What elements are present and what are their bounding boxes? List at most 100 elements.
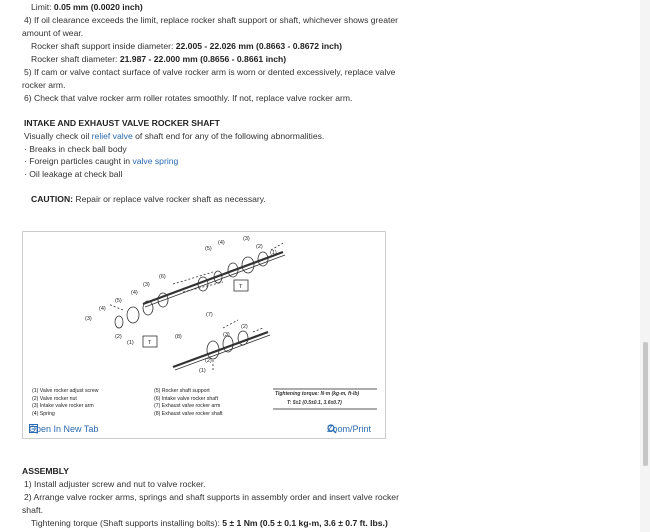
vertical-scrollbar-track[interactable] [640,0,650,532]
bullet-item: · Foreign particles caught in valve spri… [24,155,178,167]
assembly-step-1: 1) Install adjuster screw and nut to val… [24,479,206,489]
torque-box-rules [273,388,377,410]
section-title: INTAKE AND EXHAUST VALVE ROCKER SHAFT [24,118,220,128]
valve-spring-link[interactable]: valve spring [132,156,179,166]
exhaust-rocker-shaft-edge [174,334,271,371]
step-4-line-1: 4) If oil clearance exceeds the limit, r… [24,15,399,25]
legend-item: (4) Spring [32,410,55,417]
caution-line: CAUTION: Repair or replace valve rocker … [31,193,266,205]
callout-label: (3) [243,236,250,242]
support-diameter-value: 22.005 - 22.026 mm (0.8663 - 0.8672 inch… [175,41,342,51]
rocker-arm-part [237,330,249,346]
callout-label: (2) [205,358,212,364]
caution-label: CAUTION: [31,194,74,204]
callout-label: (2) [241,324,248,330]
shaft-diameter-line: Rocker shaft diameter: 21.987 - 22.000 m… [31,53,286,65]
step-4-line-2: amount of wear. [22,28,84,38]
relief-valve-link[interactable]: relief valve [91,131,133,141]
guide-line [172,271,214,285]
rocker-shaft-diagram: T T (1) (2) (3) (4) (5) (6) (3) (4) (5) … [85,236,286,374]
support-part [227,262,239,278]
assembly-title: ASSEMBLY [22,466,69,476]
shaft-diameter-label: Rocker shaft diameter: [31,54,120,64]
document-content: Limit: 0.05 mm (0.0020 inch) 4) If oil c… [22,1,399,529]
rocker-arm-part [257,251,269,267]
assembly-torque-value: 5 ± 1 Nm (0.5 ± 0.1 kg-m, 3.6 ± 0.7 ft. … [222,518,388,528]
step-5-line-1: 5) If cam or valve contact surface of va… [24,67,396,77]
callout-label: (5) [115,298,122,304]
torque-box-title: Tightening torque: N·m (kg-m, ft-lb) [275,391,360,397]
spring-part [241,256,255,274]
bullet-text: · Oil leakage at check ball [24,169,123,179]
support-diameter-line: Rocker shaft support inside diameter: 22… [31,40,342,52]
visual-check-text-before: Visually check oil [24,131,92,141]
support-part [157,292,169,308]
torque-box-value: T: 5±1 (0.5±0.1, 3.6±0.7) [287,400,342,406]
callout-label: (1) [270,250,277,256]
exhaust-rocker-shaft-line [172,330,269,369]
guide-line [222,319,239,329]
callout-label: (3) [85,316,92,322]
rocker-shaft-figure: T T (1) (2) (3) (4) (5) (6) (3) (4) (5) … [22,231,386,439]
guide-line [252,327,264,333]
tightening-torque-box: Tightening torque: N·m (kg-m, ft-lb) T: … [273,388,377,410]
callout-label: (6) [159,274,166,280]
legend-item: (8) Exhaust valve rocker shaft [154,410,223,417]
legend-item: (3) Intake valve rocker arm [32,403,94,410]
callout-label: (7) [206,312,213,318]
legend-item: (5) Rocker shaft support [154,388,210,394]
legend-item: (2) Valve rocker nut [32,395,77,402]
callout-label: (1) [127,340,134,346]
callout-label: (8) [175,334,182,340]
legend-right: (5) Rocker shaft support (6) Intake valv… [154,388,223,418]
vertical-scrollbar-thumb[interactable] [643,342,648,466]
callout-label: (1) [199,368,206,374]
guide-line [270,241,286,251]
limit-value: 0.05 mm (0.0020 inch) [53,2,143,12]
rocker-arm-part [206,340,220,360]
bullet-text: · Breaks in check ball body [24,144,127,154]
spring-part [142,300,154,316]
new-tab-icon [29,424,38,433]
limit-label: Limit: [31,2,54,12]
caution-text: Repair or replace valve rocker shaft as … [73,194,266,204]
callout-label: (3) [223,332,230,338]
callout-label: (3) [143,282,150,288]
legend-item: (7) Exhaust valve rocker arm [154,403,221,410]
callout-label: (4) [218,240,225,246]
open-in-new-tab-label: Open In New Tab [29,424,99,434]
bullet-item: · Oil leakage at check ball [24,168,122,180]
visual-check-text-after: of shaft end for any of the following ab… [132,131,325,141]
bullet-text: · Foreign particles caught in [24,156,133,166]
guide-line [182,281,224,293]
magnifier-icon [327,424,337,434]
callout-label: (5) [205,246,212,252]
rocker-arm-part [126,306,140,324]
shaft-diameter-value: 21.987 - 22.000 mm (0.8656 - 0.8661 inch… [119,54,287,64]
torque-mark-label: T [148,340,152,346]
limit-line: Limit: 0.05 mm (0.0020 inch) [31,1,143,13]
figure-actions-bar: Open In New Tab Zoom/Print [23,422,385,439]
guide-line [107,303,124,311]
callout-label: (4) [99,306,106,312]
step-5-line-2: rocker arm. [22,80,66,90]
callout-label: (2) [115,334,122,340]
spring-part [197,276,209,292]
callout-label: (4) [131,290,138,296]
assembly-torque-label: Tightening torque (Shaft supports instal… [31,518,223,528]
torque-mark-box [142,335,158,348]
open-in-new-tab-link[interactable]: Open In New Tab [29,424,98,434]
legend-left: (1) Valve rocker adjust screw (2) Valve … [32,388,99,418]
spring-part [222,335,234,353]
bullet-item: · Breaks in check ball body [24,143,127,155]
support-diameter-label: Rocker shaft support inside diameter: [31,41,176,51]
legend-item: (1) Valve rocker adjust screw [32,388,99,394]
zoom-print-link[interactable]: Zoom/Print [327,424,371,434]
assembly-step-2-line-1: 2) Arrange valve rocker arms, springs an… [24,492,399,502]
torque-mark-label: T [239,284,243,290]
step-6-line: 6) Check that valve rocker arm roller ro… [24,93,353,103]
legend-item: (6) Intake valve rocker shaft [154,395,219,402]
assembly-step-2-line-2: shaft. [22,505,44,515]
visual-check-line: Visually check oil relief valve of shaft… [24,130,324,142]
assembly-torque-line: Tightening torque (Shaft supports instal… [31,517,388,529]
